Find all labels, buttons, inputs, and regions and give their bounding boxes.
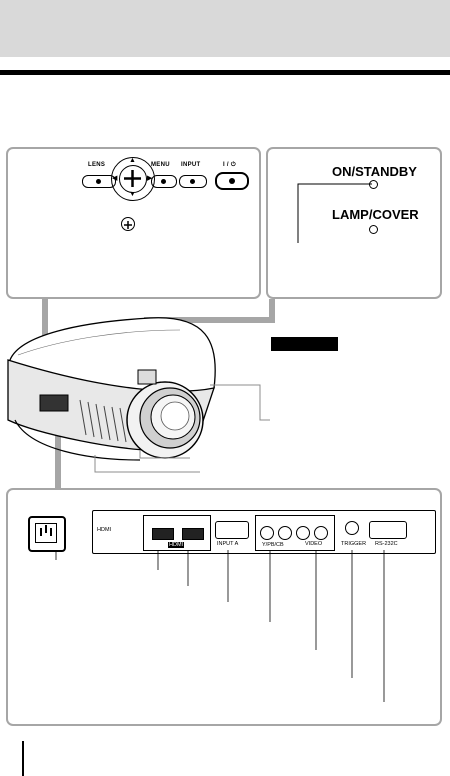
rca-port-3 (314, 526, 328, 540)
lamp-cover-label: LAMP/COVER (332, 207, 419, 222)
component-label: Y/PB/CB (262, 542, 284, 548)
connector-callout-lines (55, 550, 385, 702)
arrow-up-icon: ▲ (129, 157, 136, 164)
av-group: Y/PB/CB (255, 515, 335, 551)
connector-strip: HDMI HDMI INPUT A Y/PB/CB VIDEO TRIGGER … (92, 510, 436, 554)
on-standby-label: ON/STANDBY (332, 164, 417, 179)
ac-pin-left (40, 528, 42, 536)
vga-label: INPUT A (217, 541, 239, 547)
arrow-left-icon: ◀ (112, 175, 118, 182)
reset-cross-icon (124, 221, 132, 229)
direction-pad[interactable]: ▲ ▼ ◀ ▶ (111, 157, 155, 201)
menu-label: MENU (151, 162, 170, 168)
input-button-dot (190, 179, 195, 184)
arrow-down-icon: ▼ (129, 191, 136, 198)
indicator-callout-lines (297, 183, 372, 243)
menu-button[interactable] (151, 175, 177, 188)
rca-port-1 (278, 526, 292, 540)
rs232-port (369, 521, 407, 539)
page-edge-bar (22, 741, 24, 776)
rear-connectors-callout: HDMI HDMI INPUT A Y/PB/CB VIDEO TRIGGER … (6, 488, 442, 726)
reset-icon (121, 217, 135, 231)
video-label: VIDEO (305, 541, 323, 547)
menu-button-dot (161, 179, 166, 184)
lamp-cover-indicator (369, 225, 378, 234)
ac-inlet-socket (35, 523, 57, 543)
ac-pin-center (45, 525, 47, 533)
header-band (0, 0, 450, 57)
trigger-jack (345, 521, 359, 535)
power-button[interactable] (215, 172, 249, 190)
hdmi-port-1 (152, 528, 174, 540)
connector-panel-label: HDMI (97, 527, 112, 533)
projector-illustration (7, 317, 270, 473)
vga-port (215, 521, 249, 539)
black-label-box (271, 337, 338, 351)
ac-pin-right (50, 528, 52, 536)
control-panel-callout: LENS ▲ ▼ ◀ ▶ MENU INPUT I / ⏻ (6, 147, 261, 299)
power-button-dot (229, 178, 235, 184)
svideo-port (260, 526, 274, 540)
hdmi-logo: HDMI (168, 542, 185, 548)
enter-button[interactable] (119, 165, 147, 193)
power-label: I / ⏻ (223, 162, 236, 168)
hdmi-group: HDMI (143, 515, 211, 551)
cross-icon (124, 170, 141, 187)
rs232-label: RS-232C (375, 541, 398, 547)
arrow-right-icon: ▶ (147, 175, 153, 182)
lens-label: LENS (88, 162, 106, 168)
hdmi-port-2 (182, 528, 204, 540)
header-rule (0, 70, 450, 75)
input-label: INPUT (181, 162, 201, 168)
input-button[interactable] (179, 175, 207, 188)
trigger-label: TRIGGER (341, 541, 367, 547)
ac-inlet (28, 516, 66, 552)
rca-port-2 (296, 526, 310, 540)
indicators-callout: ON/STANDBY LAMP/COVER (266, 147, 442, 299)
lens-button-dot (96, 179, 101, 184)
